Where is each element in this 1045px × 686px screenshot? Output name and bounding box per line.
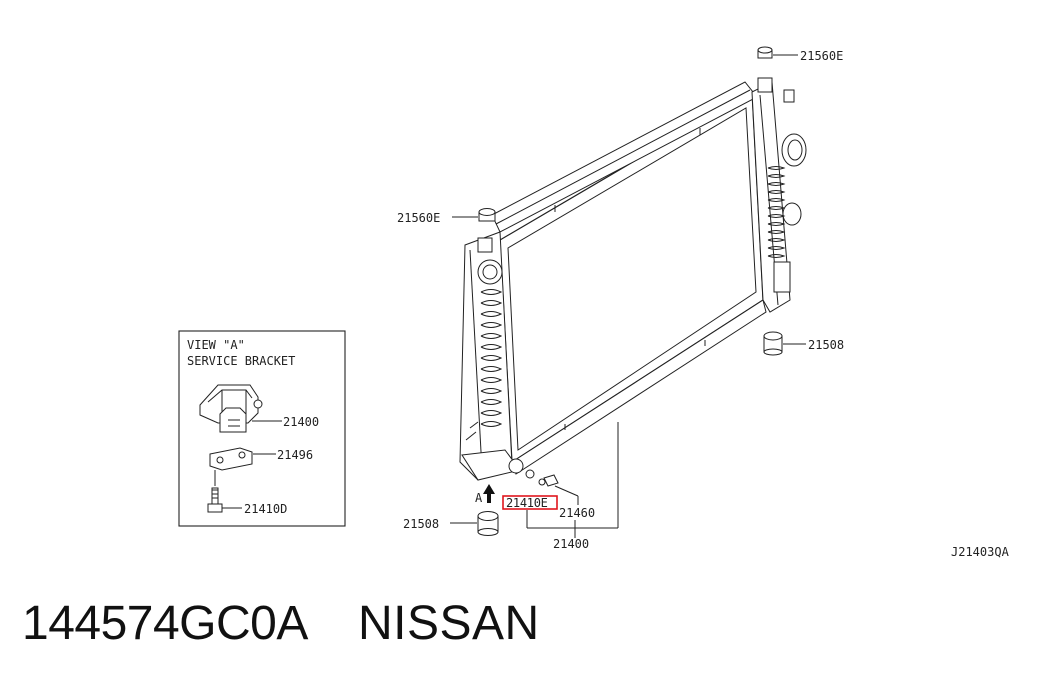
arrow-label: A [475, 491, 483, 505]
top-cap-21560e [757, 46, 798, 59]
drawing-code: J21403QA [951, 545, 1010, 559]
label-left-cap: 21560E [397, 211, 440, 225]
left-tank [459, 231, 524, 481]
right-mount-21508 [763, 331, 806, 356]
bottom-mount-21508 [450, 511, 499, 536]
left-cap-21560e [452, 208, 496, 222]
inset-title: VIEW "A" [187, 338, 245, 352]
view-a-inset: VIEW "A" SERVICE BRACKET [178, 330, 346, 527]
inset-label-21496: 21496 [277, 448, 313, 462]
service-bracket-illustration [199, 384, 282, 513]
drain-plug-parts [525, 422, 619, 538]
inset-label-21400: 21400 [283, 415, 319, 429]
label-bottom-mount: 21508 [403, 517, 439, 531]
view-a-arrow: A [475, 484, 495, 505]
label-right-mount: 21508 [808, 338, 844, 352]
inset-subtitle: SERVICE BRACKET [187, 354, 295, 368]
label-top-cap: 21560E [800, 49, 843, 63]
radiator-core [491, 81, 767, 475]
label-drain: 21460 [559, 506, 595, 520]
footer-brand: NISSAN [358, 597, 540, 650]
footer-part-number: 144574GC0A [22, 597, 308, 650]
label-radiator: 21400 [553, 537, 589, 551]
label-highlighted-part: 21410E [506, 496, 548, 510]
inset-label-21410d: 21410D [244, 502, 287, 516]
right-tank [751, 77, 807, 313]
highlight-box [502, 495, 558, 510]
